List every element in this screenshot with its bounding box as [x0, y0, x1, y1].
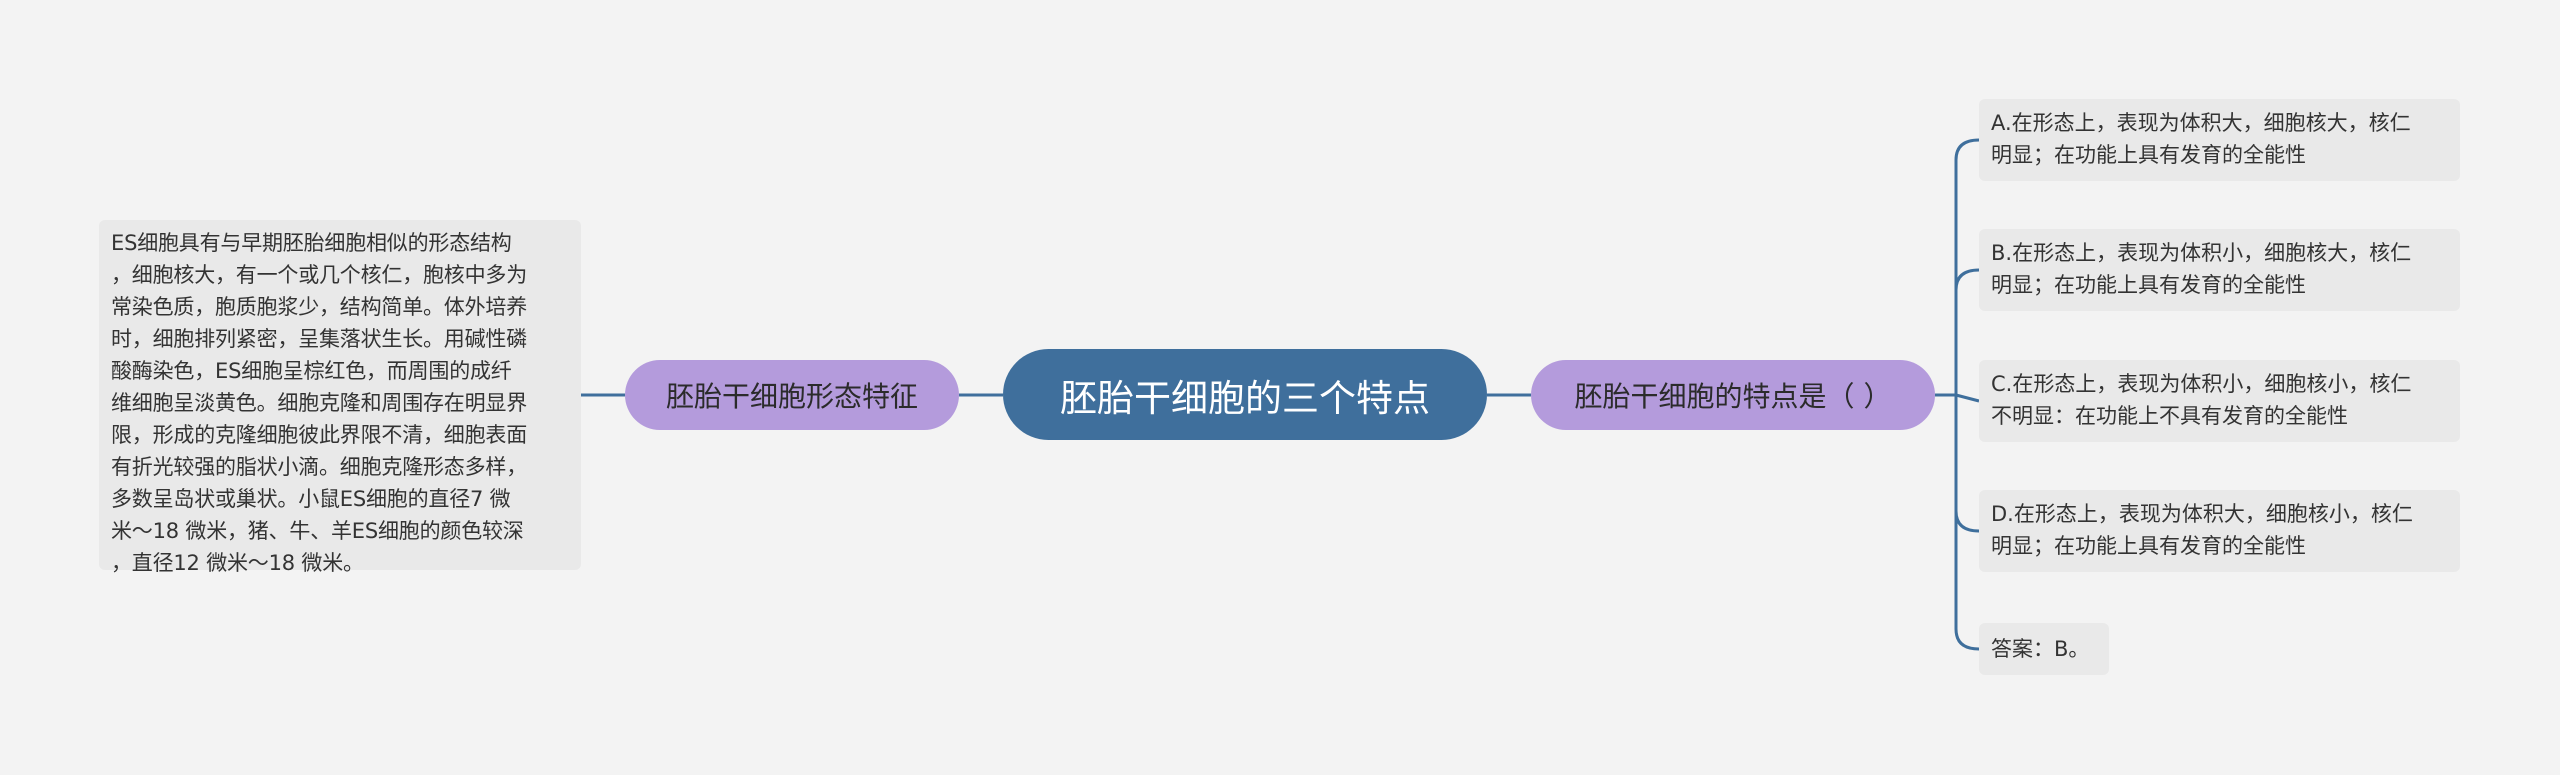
- option-a-line-2: 明显；在功能上具有发育的全能性: [1991, 143, 2306, 167]
- option-b-card[interactable]: B.在形态上，表现为体积小，细胞核大，核仁 明显；在功能上具有发育的全能性: [1979, 229, 2460, 311]
- branch-morphology-label: 胚胎干细胞形态特征: [665, 380, 918, 413]
- option-d-line-2: 明显；在功能上具有发育的全能性: [1991, 534, 2306, 558]
- connector-option-d: [1954, 395, 1980, 533]
- option-c-line-2: 不明显：在功能上不具有发育的全能性: [1991, 404, 2348, 428]
- detail-line: ，直径12 微米～18 微米。: [111, 551, 364, 575]
- option-d-line-1: D.在形态上，表现为体积大，细胞核小，核仁: [1991, 502, 2413, 526]
- branch-morphology[interactable]: 胚胎干细胞形态特征: [625, 360, 959, 430]
- branch-question[interactable]: 胚胎干细胞的特点是（ ）: [1531, 360, 1935, 430]
- option-d-card[interactable]: D.在形态上，表现为体积大，细胞核小，核仁 明显；在功能上具有发育的全能性: [1979, 490, 2460, 572]
- answer-card[interactable]: 答案：B。: [1979, 623, 2109, 675]
- option-b-line-1: B.在形态上，表现为体积小，细胞核大，核仁: [1991, 241, 2412, 265]
- option-a-card[interactable]: A.在形态上，表现为体积大，细胞核大，核仁 明显；在功能上具有发育的全能性: [1979, 99, 2460, 181]
- detail-line: ，细胞核大，有一个或几个核仁，胞核中多为: [111, 263, 527, 287]
- branch-question-label: 胚胎干细胞的特点是（ ）: [1574, 380, 1892, 413]
- detail-line: 有折光较强的脂状小滴。细胞克隆形态多样，: [111, 455, 527, 479]
- option-b-line-2: 明显；在功能上具有发育的全能性: [1991, 273, 2306, 297]
- detail-line: 多数呈岛状或巢状。小鼠ES细胞的直径7 微: [111, 487, 511, 511]
- morphology-detail-card[interactable]: ES细胞具有与早期胚胎细胞相似的形态结构 ，细胞核大，有一个或几个核仁，胞核中多…: [99, 220, 581, 575]
- connector-answer: [1954, 395, 1980, 651]
- option-c-line-1: C.在形态上，表现为体积小，细胞核小，核仁: [1991, 372, 2412, 396]
- option-a-line-1: A.在形态上，表现为体积大，细胞核大，核仁: [1991, 111, 2411, 135]
- detail-line: 维细胞呈淡黄色。细胞克隆和周围存在明显界: [111, 391, 527, 415]
- detail-line: 常染色质，胞质胞浆少，结构简单。体外培养: [111, 295, 527, 319]
- connector-option-b: [1954, 268, 1980, 395]
- detail-line: 时，细胞排列紧密，呈集落状生长。用碱性磷: [111, 327, 527, 351]
- option-c-card[interactable]: C.在形态上，表现为体积小，细胞核小，核仁 不明显：在功能上不具有发育的全能性: [1979, 360, 2460, 442]
- detail-line: ES细胞具有与早期胚胎细胞相似的形态结构: [111, 231, 512, 255]
- central-topic-label: 胚胎干细胞的三个特点: [1060, 376, 1430, 420]
- detail-line: 酸酶染色，ES细胞呈棕红色，而周围的成纤: [111, 359, 512, 383]
- detail-line: 米～18 微米，猪、牛、羊ES细胞的颜色较深: [111, 519, 524, 543]
- connector-option-a: [1954, 138, 1980, 395]
- central-topic[interactable]: 胚胎干细胞的三个特点: [1003, 349, 1487, 440]
- detail-line: 限，形成的克隆细胞彼此界限不清，细胞表面: [111, 423, 527, 447]
- connector-option-c: [1955, 393, 1980, 403]
- answer-label: 答案：B。: [1991, 637, 2090, 661]
